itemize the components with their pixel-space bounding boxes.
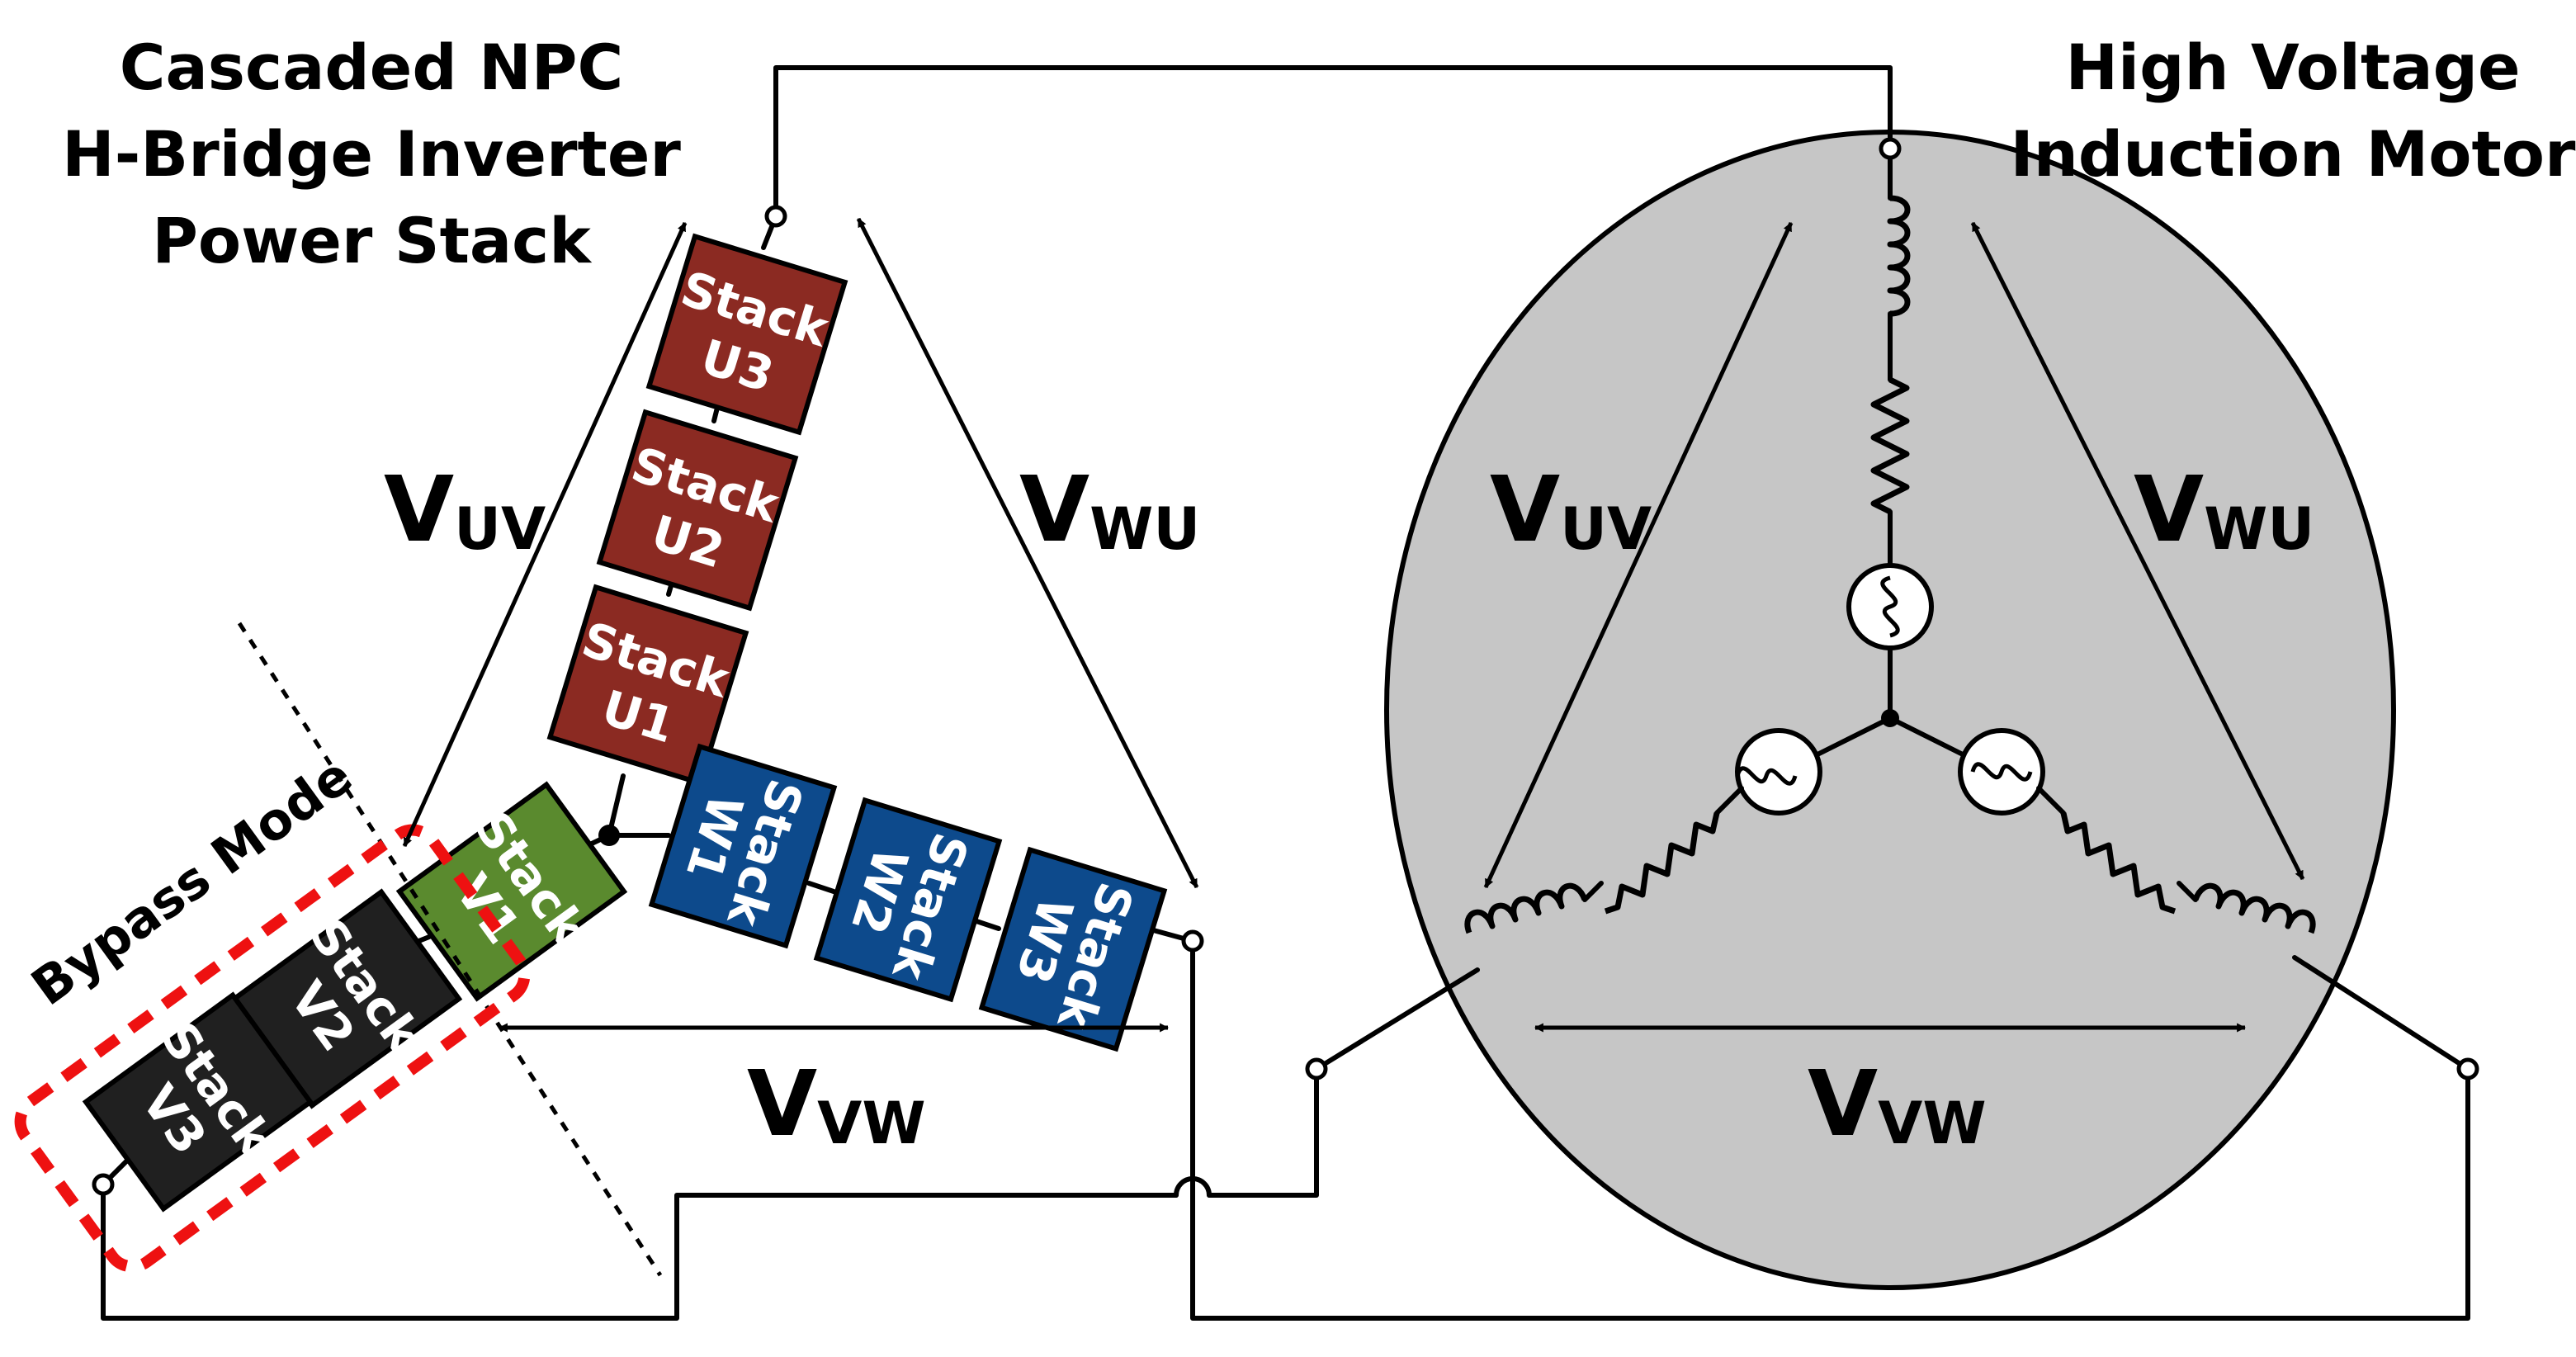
motor-title: High Voltage Induction Motor	[2011, 31, 2576, 191]
motor-w-to-neutral	[1888, 716, 1967, 758]
inductor-icon	[1887, 195, 1911, 317]
label-vuv-inverter: VUV	[384, 456, 546, 563]
terminal-icon	[1305, 1057, 1328, 1080]
arrow-vwu-inverter	[856, 217, 1199, 889]
motor-v-to-neutral	[1813, 716, 1893, 758]
bypass-region	[14, 824, 531, 1273]
motor-w-lower	[2177, 881, 2198, 902]
stack-u3: Stack U3	[645, 233, 848, 436]
inverter-title-line: Cascaded NPC	[120, 31, 624, 104]
stack-u2: Stack U2	[596, 409, 799, 612]
label-vvw-inverter: VVW	[747, 1051, 926, 1157]
terminal-icon	[1181, 929, 1204, 953]
wire-w1-w2	[806, 881, 836, 894]
wire-v-to-motor-2	[1207, 1066, 1319, 1198]
wire-v-to-motor	[101, 1182, 1179, 1321]
wire-w-to-motor	[1190, 939, 2470, 1321]
resistor-icon	[1870, 376, 1910, 515]
motor-title-line: Induction Motor	[2011, 117, 2576, 191]
inverter-title: Cascaded NPC H-Bridge Inverter Power Sta…	[62, 31, 681, 277]
label-vwu-inverter: VWU	[1019, 456, 1200, 563]
wire-u-to-motor	[773, 65, 1893, 219]
wire-crossover-hop	[1174, 1176, 1212, 1198]
inverter-neutral-dot	[598, 825, 620, 846]
stack-v2: Stack V2	[230, 888, 463, 1109]
ac-source-icon	[1846, 563, 1934, 650]
terminal-icon	[92, 1173, 115, 1196]
inverter-title-line: Power Stack	[152, 204, 592, 277]
wire-motor-right-lead	[2292, 955, 2470, 1071]
wire-w2-w3	[971, 918, 1001, 931]
stack-w2: Stack W2	[813, 797, 1003, 1003]
arrow-vuv-motor	[1483, 221, 1794, 889]
label-vwu-motor: VWU	[2134, 456, 2314, 563]
terminal-icon	[1879, 137, 1902, 160]
ac-source-icon	[1735, 728, 1822, 816]
inductor-icon	[1464, 882, 1588, 934]
terminal-icon	[764, 205, 787, 228]
label-vvw-motor: VVW	[1808, 1051, 1987, 1157]
ac-source-icon	[1958, 728, 2045, 816]
stack-v3: Stack V3	[82, 991, 314, 1213]
arrow-vuv-inverter	[402, 221, 688, 848]
label-vuv-motor: VUV	[1490, 456, 1652, 563]
wire-motor-left-lead	[1314, 967, 1480, 1071]
inverter-title-line: H-Bridge Inverter	[62, 117, 681, 191]
stack-w1: Stack W1	[648, 743, 838, 949]
motor-title-line: High Voltage	[2065, 31, 2520, 104]
inductor-icon	[2192, 882, 2316, 934]
motor-neutral-dot	[1881, 709, 1899, 727]
arrow-vwu-motor	[1970, 221, 2305, 881]
terminal-icon	[2456, 1057, 2479, 1080]
stack-w3: Stack W3	[978, 846, 1168, 1052]
